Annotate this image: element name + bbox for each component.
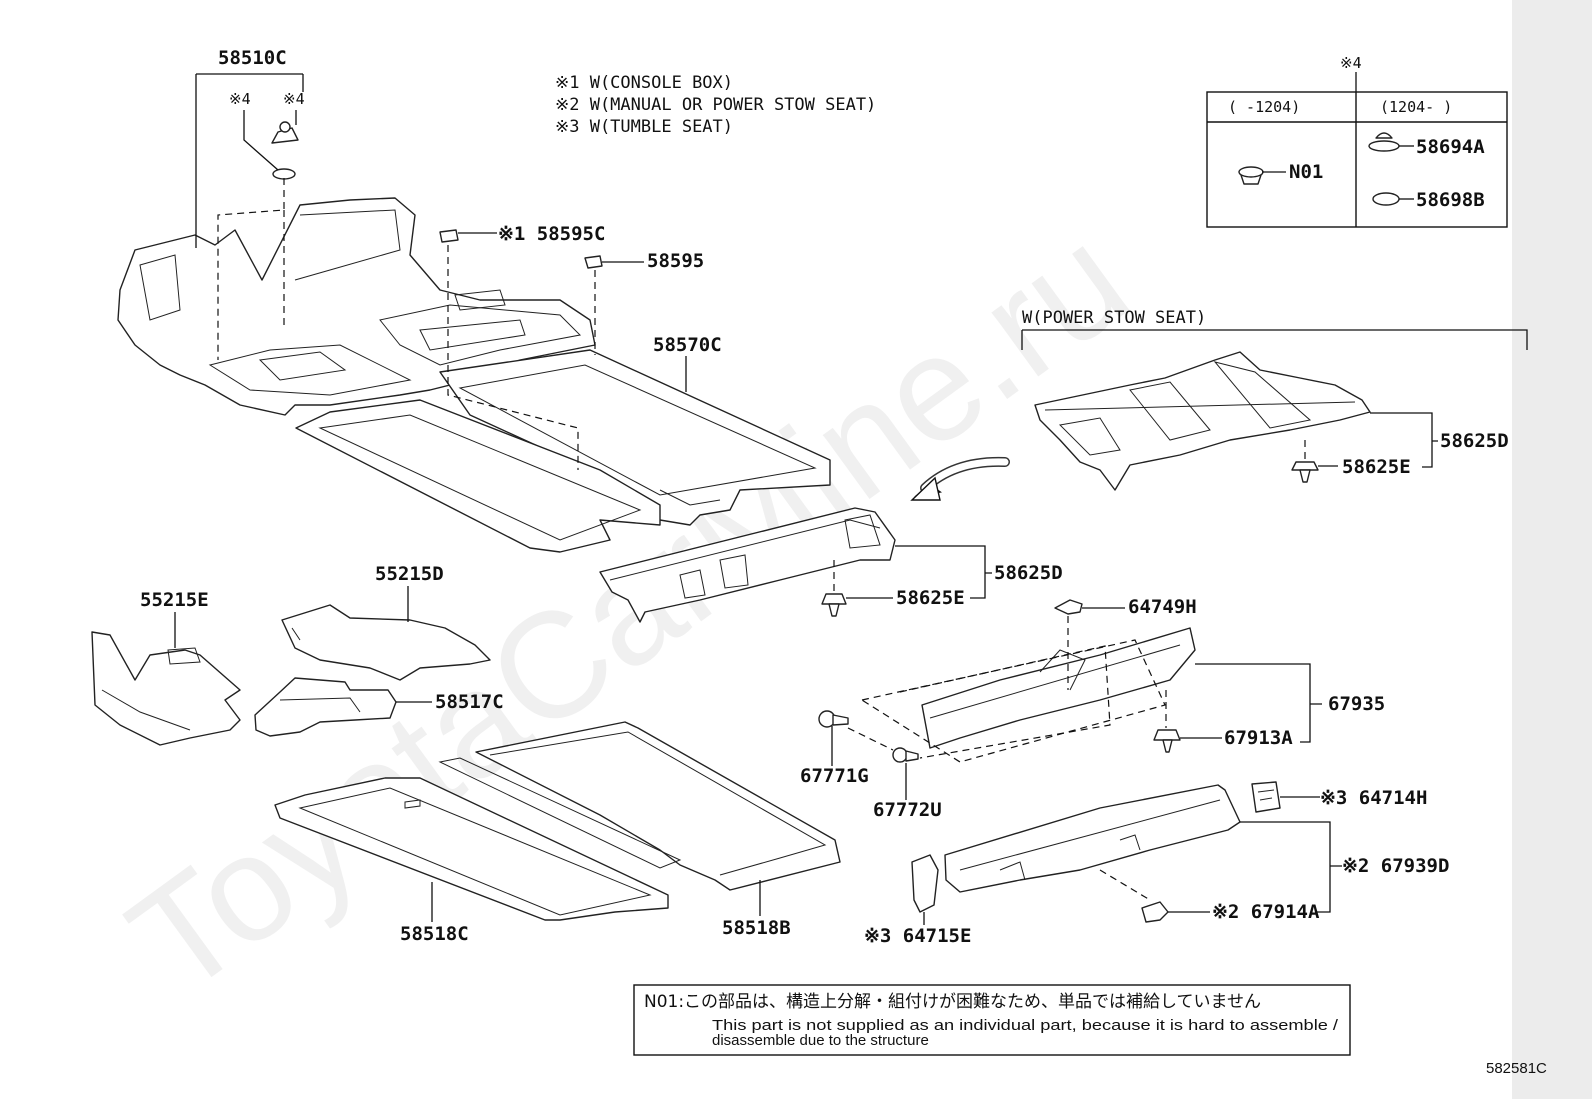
clip-58595: [584, 255, 603, 269]
clip-67914a: [1141, 901, 1169, 923]
label-mark4-b: ※4: [283, 90, 305, 108]
label-64714h: ※3 64714H: [1320, 787, 1427, 809]
footnote-english-1: This part is not supplied as an individu…: [712, 1017, 1339, 1034]
mat-58518c: [274, 777, 669, 921]
figure-code: 582581C: [1486, 1060, 1547, 1077]
variant-col-after: (1204- ): [1380, 98, 1452, 116]
insulator-55215e: [91, 631, 241, 746]
label-58698b: 58698B: [1416, 189, 1485, 211]
clip-58698b-upper: [272, 168, 296, 180]
label-55215d: 55215D: [375, 563, 444, 585]
leader-lines: [174, 73, 1528, 925]
label-67772u: 67772U: [873, 799, 942, 821]
right-margin: [1512, 0, 1592, 1099]
label-64749h: 64749H: [1128, 596, 1197, 618]
clip-64714h: [1251, 781, 1281, 813]
label-58625d-mid: 58625D: [994, 562, 1063, 584]
label-58595: 58595: [647, 250, 704, 272]
clip-58625e-mid: [821, 593, 847, 617]
floor-tray-58625d-mid: [599, 507, 896, 623]
label-58694a: 58694A: [1416, 136, 1485, 158]
clip-67913a: [1153, 729, 1181, 753]
clip-58694a-upper: [271, 121, 299, 144]
label-67771g: 67771G: [800, 765, 869, 787]
screw-67771g: [818, 710, 849, 728]
footnote-english-2: disassemble due to the structure: [712, 1032, 929, 1049]
floor-carpet-58510c: [117, 197, 596, 416]
label-58625e-upper: 58625E: [1342, 456, 1411, 478]
clip-58694a-icon: [1368, 132, 1400, 152]
label-55215e: 55215E: [140, 589, 209, 611]
label-58570c: 58570C: [653, 334, 722, 356]
label-67939d: ※2 67939D: [1342, 855, 1449, 877]
clip-58625e-upper: [1291, 461, 1319, 483]
label-58595c: ※1 58595C: [498, 223, 605, 245]
label-58518b: 58518B: [722, 917, 791, 939]
label-mark4-a: ※4: [229, 90, 251, 108]
scuff-plate-67935: [921, 627, 1196, 749]
clip-n01-icon: [1238, 166, 1264, 185]
condition-2: ※2 W(MANUAL OR POWER STOW SEAT): [555, 95, 876, 115]
label-58517c: 58517C: [435, 691, 504, 713]
support-67939d: [944, 784, 1241, 893]
footnote-box: [633, 984, 1351, 1056]
power-stow-caption: W(POWER STOW SEAT): [1022, 308, 1206, 328]
variant-ref-mark: ※4: [1340, 54, 1362, 72]
label-64715e: ※3 64715E: [864, 925, 971, 947]
floor-tray-58625d-upper: [1034, 351, 1371, 491]
rear-carpet-strip: [295, 399, 661, 553]
footnote-japanese: この部品は、構造上分解・組付けが困難なため、単品では補給していません: [684, 992, 1261, 1012]
label-67913a: 67913A: [1224, 727, 1293, 749]
spacer-58517c: [254, 677, 397, 737]
footnote-code: N01:: [644, 992, 684, 1012]
variant-table: [1206, 72, 1508, 228]
clip-64749h: [1054, 599, 1083, 615]
insulator-55215d: [281, 604, 491, 681]
condition-1: ※1 W(CONSOLE BOX): [555, 73, 733, 93]
clip-58698b-icon: [1372, 192, 1400, 206]
condition-3: ※3 W(TUMBLE SEAT): [555, 117, 733, 137]
label-58625d-upper: 58625D: [1440, 430, 1509, 452]
clip-58595c: [439, 229, 459, 243]
label-67914a: ※2 67914A: [1212, 901, 1320, 923]
label-n01: N01: [1289, 161, 1323, 183]
label-58518c: 58518C: [400, 923, 469, 945]
screw-67772u: [892, 747, 919, 763]
label-58510c: 58510C: [218, 47, 287, 69]
clip-64715e: [911, 854, 939, 913]
label-67935: 67935: [1328, 693, 1385, 715]
mat-58518b: [438, 721, 841, 891]
label-58625e-mid: 58625E: [896, 587, 965, 609]
variant-col-before: ( -1204): [1228, 98, 1300, 116]
